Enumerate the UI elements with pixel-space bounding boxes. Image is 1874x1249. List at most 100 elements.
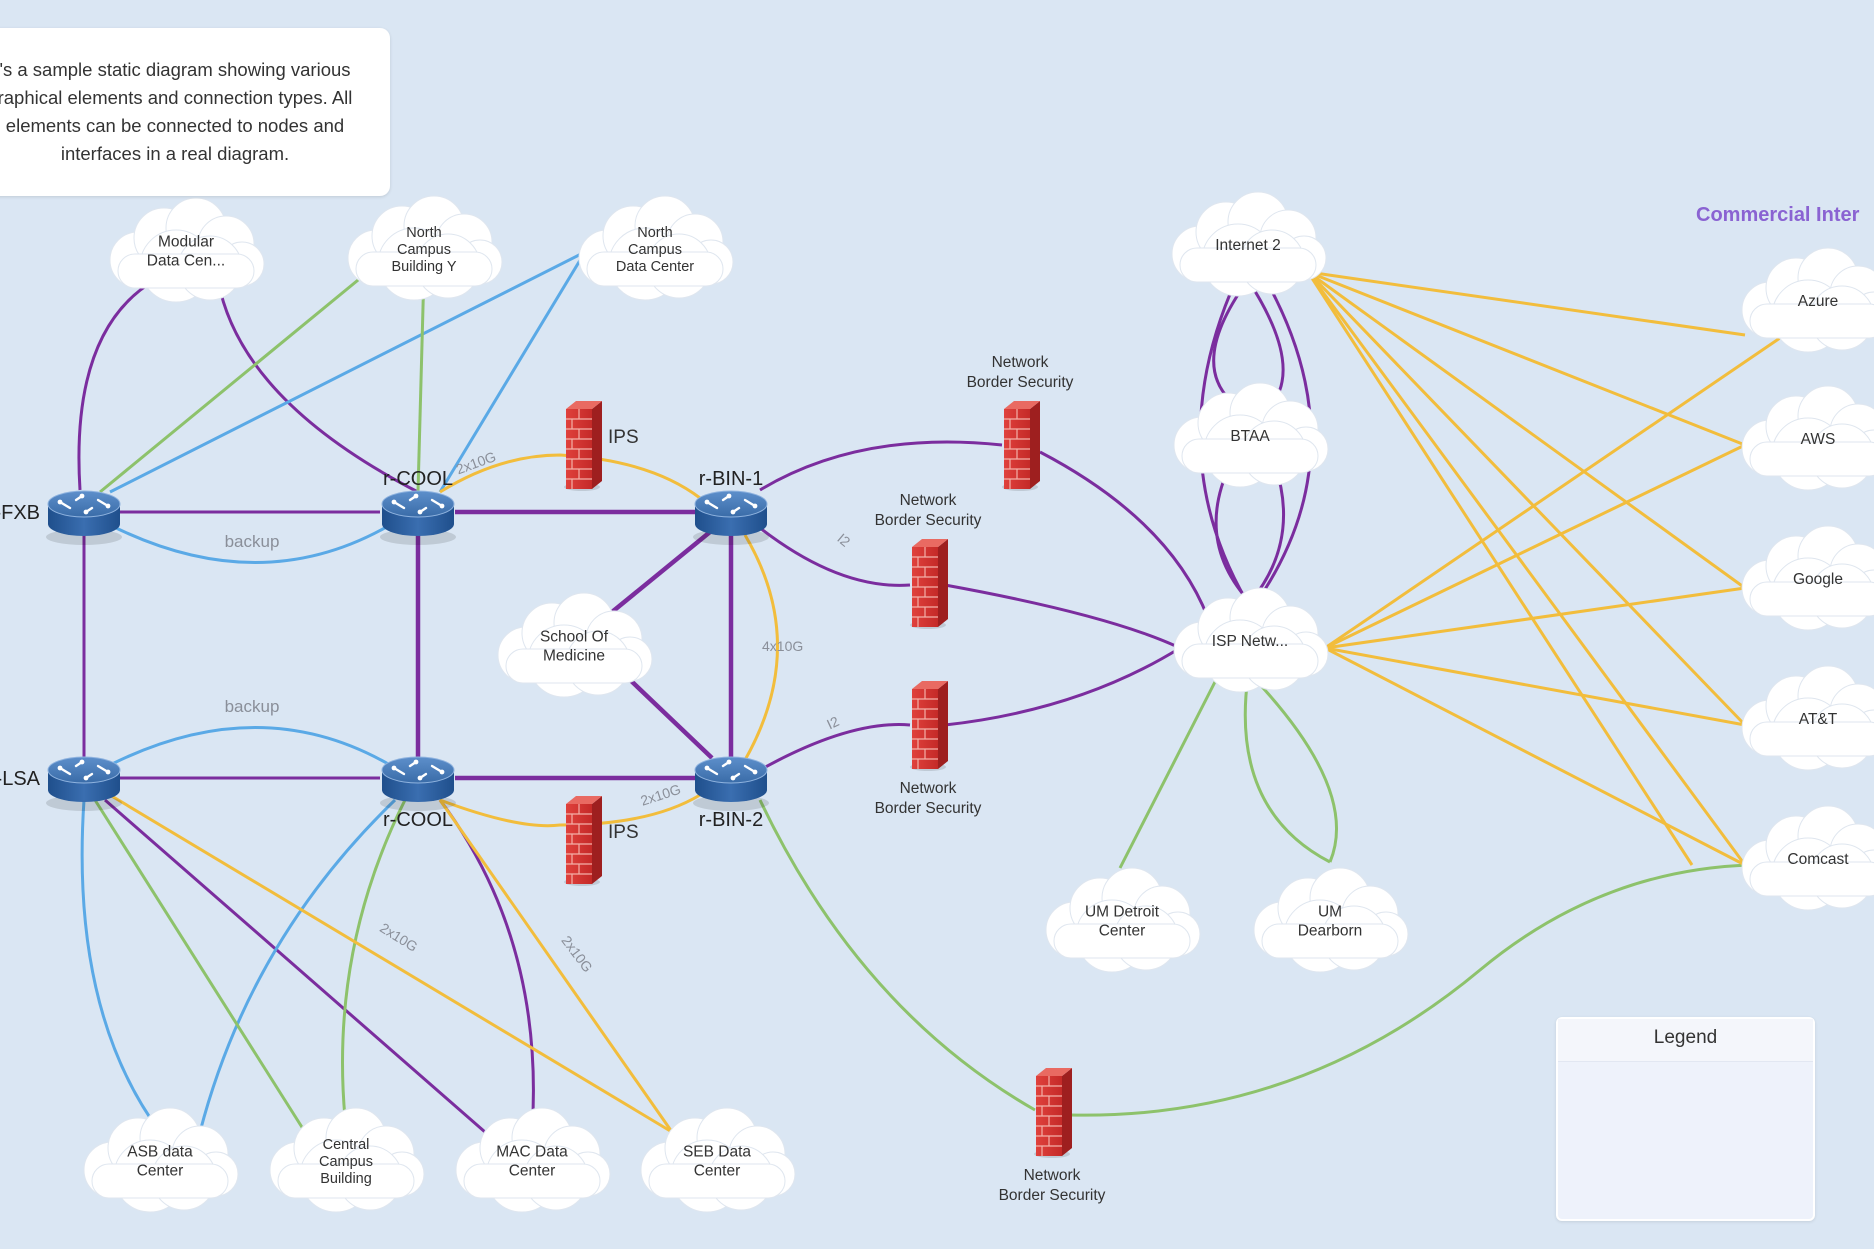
router-label: r-BIN-1 [699,468,763,490]
link-bin1-nbs2[interactable] [759,526,911,587]
link-lsa-asb[interactable] [80,799,162,1133]
link-fxb-modular[interactable] [77,278,156,491]
link-cool-bin1-via-ips[interactable] [439,453,701,500]
link-nbs1-isp[interactable] [1039,450,1210,619]
cloud-aws[interactable]: AWS [1741,385,1874,491]
link-btaa-isp-2[interactable] [1250,464,1285,601]
link-lsa-ccb[interactable] [93,799,307,1133]
link-i2-google[interactable] [1307,270,1746,590]
cloud-google[interactable]: Google [1741,525,1874,631]
link-isp-google[interactable] [1324,586,1746,650]
router-r6[interactable]: r-BIN-2 [693,756,769,831]
link-label: backup [225,697,280,716]
router-label: r-COOL [383,809,453,831]
link-cool-asb[interactable] [198,798,397,1133]
link-som-bin2[interactable] [624,674,714,760]
router-r2[interactable]: r-COOL [380,468,456,545]
cloud-azure[interactable]: Azure [1741,247,1874,353]
cloud-label: Center [694,1163,741,1180]
link-i2-comcast-a[interactable] [1306,271,1747,866]
link-isp-umd[interactable] [1118,675,1220,869]
link-i2-btaa-1[interactable] [1212,279,1250,402]
firewall-ips2[interactable]: IPS [564,796,639,886]
group-title: Commercial Inter [1696,204,1860,226]
link-cool-modular[interactable] [216,279,419,494]
router-r1[interactable]: -FXB [0,490,122,545]
link-bin2-nbs4[interactable] [758,799,1036,1112]
link-i2-comcast-b[interactable] [1306,271,1694,866]
cloud-label: Central [323,1137,370,1153]
link-lsa-mac[interactable] [104,798,486,1134]
link-cool-seb[interactable] [438,799,674,1133]
cloud-label: ASB data [127,1144,193,1161]
cloud-label: SEB Data [683,1144,751,1161]
router-r4[interactable]: -LSA [0,756,122,811]
firewall-label: Border Security [999,1187,1106,1204]
cloud-label: Comcast [1787,851,1849,868]
router-r5[interactable]: r-COOL [380,756,456,831]
firewall-label: Network [900,780,957,797]
link-isp-att[interactable] [1324,646,1746,727]
cloud-label: UM [1318,904,1342,921]
link-i2-btaa-2[interactable] [1246,279,1285,401]
firewall-label: Border Security [875,800,982,817]
link-isp-aws[interactable] [1324,443,1746,650]
link-nbs4-comcast[interactable] [1069,863,1751,1117]
link-cool-bin2-via-ips[interactable] [439,793,701,828]
link-i2-azure[interactable] [1307,270,1746,337]
cloud-label: Center [137,1163,184,1180]
cloud-label: UM Detroit [1085,904,1160,921]
link-cool-mac[interactable] [438,799,535,1133]
link-nbs3-isp[interactable] [944,646,1181,727]
link-fxb-cool-backup[interactable] [109,523,391,564]
router-r3[interactable]: r-BIN-1 [693,468,769,545]
link-isp-comcast[interactable] [1324,646,1746,867]
link-bin1-bin2-4x10g[interactable] [743,534,779,761]
cloud-label: Building [320,1171,372,1187]
link-bin1-som[interactable] [610,530,712,614]
firewall-ips1[interactable]: IPS [564,401,639,491]
link-bin1-nbs1[interactable] [759,440,1003,492]
link-lsa-seb[interactable] [109,793,673,1134]
cloud-label: North [637,225,672,241]
info-note-text: 's a sample static diagram showing vario… [0,59,353,164]
cloud-isp[interactable]: ISP Netw... [1173,587,1329,693]
cloud-label: Building Y [391,259,456,275]
link-label: 2x10G [558,933,596,976]
link-isp-umdb[interactable] [1243,675,1331,864]
cloud-label: Google [1793,571,1843,588]
link-cool-ncdc[interactable] [438,251,587,493]
link-lsa-cool-backup[interactable] [109,726,391,767]
firewall-label: Network [900,492,957,509]
connection-lines [77,250,1781,1134]
cloud-comcast[interactable]: Comcast [1741,805,1874,911]
link-cool-ncby[interactable] [416,269,426,493]
link-fxb-ncby[interactable] [99,260,381,494]
link-i2-aws[interactable] [1307,270,1746,447]
cloud-att[interactable]: AT&T [1741,665,1874,771]
link-isp-umdb-2[interactable] [1250,674,1338,863]
link-cool-ccb[interactable] [341,799,407,1119]
link-fxb-ncdc[interactable] [109,250,586,494]
link-nbs2-isp[interactable] [944,583,1181,650]
cloud-btaa[interactable]: BTAA [1173,382,1329,488]
cloud-i2[interactable]: Internet 2 [1171,191,1327,297]
link-i2-att[interactable] [1306,270,1747,727]
link-bin2-nbs3[interactable] [759,723,911,772]
link-isp-azure[interactable] [1324,336,1781,650]
